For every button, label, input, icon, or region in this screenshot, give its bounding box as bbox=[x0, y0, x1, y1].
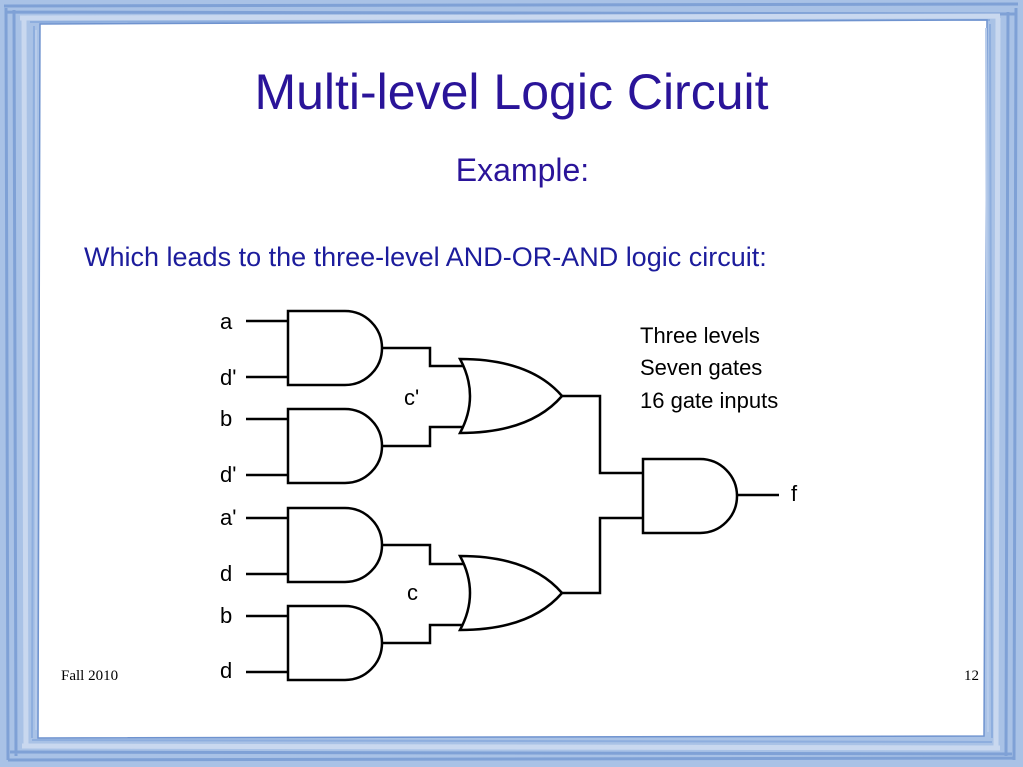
intermediate-label-c: c bbox=[407, 580, 418, 605]
input-label-1: a bbox=[220, 309, 233, 334]
input-label-3: b bbox=[220, 406, 232, 431]
footer-date: Fall 2010 bbox=[61, 668, 119, 684]
slide-title: Multi-level Logic Circuit bbox=[254, 64, 769, 120]
input-label-7: b bbox=[220, 603, 232, 628]
and-gate-1 bbox=[286, 309, 384, 387]
input-label-6: d bbox=[220, 561, 232, 586]
input-label-4: d' bbox=[220, 462, 236, 487]
and-gate-output bbox=[641, 457, 739, 535]
logic-circuit-diagram: a d' b d' a' d b d c' c f Three levels S… bbox=[220, 309, 798, 683]
intermediate-label-c-prime: c' bbox=[404, 385, 419, 410]
slide-subtitle: Example: bbox=[455, 152, 590, 188]
circuit-wires bbox=[246, 319, 779, 674]
and-gate-3 bbox=[286, 506, 384, 584]
output-label-f: f bbox=[791, 481, 798, 506]
note-seven-gates: Seven gates bbox=[640, 355, 762, 380]
or-gate-2 bbox=[457, 554, 564, 632]
note-gate-inputs: 16 gate inputs bbox=[640, 388, 778, 413]
input-label-8: d bbox=[220, 658, 232, 683]
lead-text: Which leads to the three-level AND-OR-AN… bbox=[84, 242, 767, 272]
note-three-levels: Three levels bbox=[640, 323, 760, 348]
input-label-2: d' bbox=[220, 365, 236, 390]
and-gate-2 bbox=[286, 407, 384, 485]
or-gate-1 bbox=[457, 357, 564, 435]
input-label-5: a' bbox=[220, 505, 236, 530]
and-gate-4 bbox=[286, 604, 384, 682]
page-number: 12 bbox=[964, 668, 979, 684]
